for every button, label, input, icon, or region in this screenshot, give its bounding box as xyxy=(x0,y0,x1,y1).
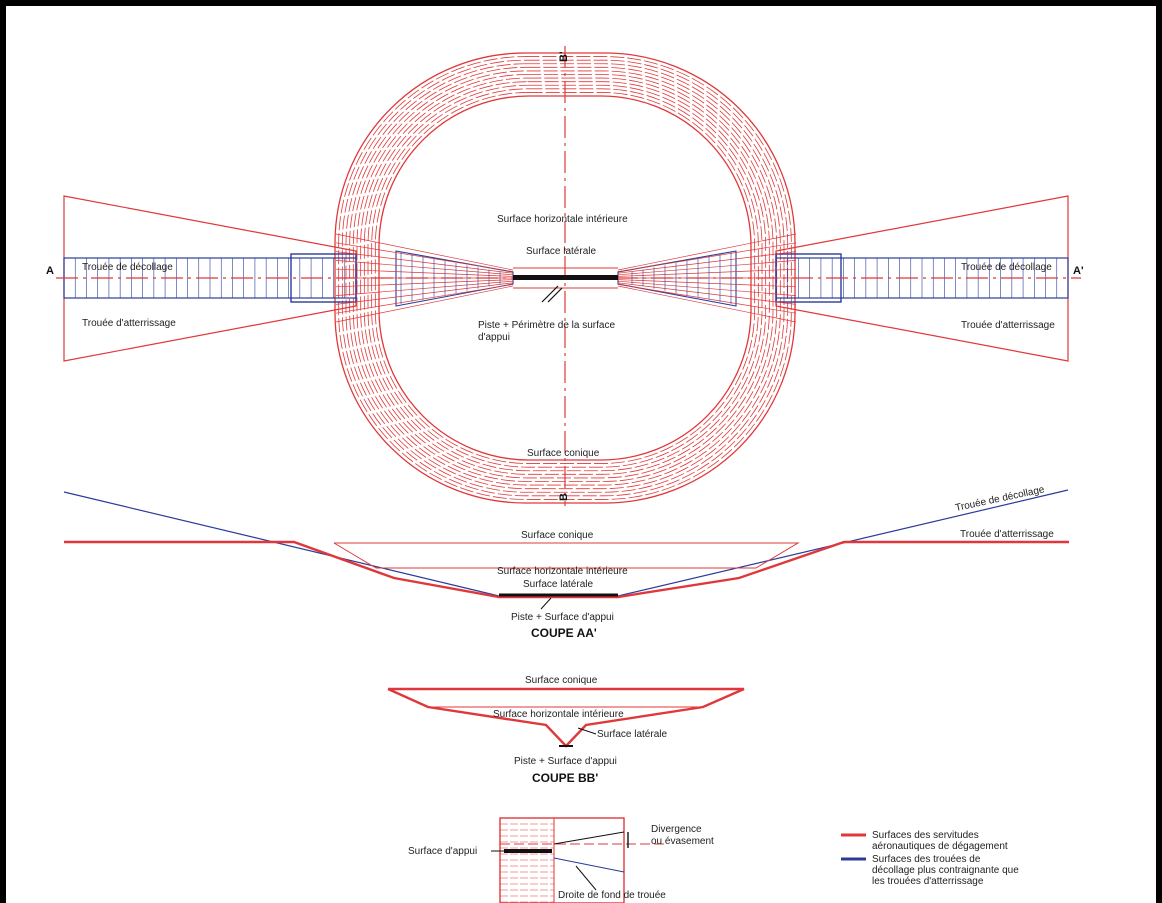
transitional-line xyxy=(617,233,797,271)
label-horizontale: Surface horizontale intérieure xyxy=(497,214,628,225)
conical-ring xyxy=(360,77,770,479)
detail-runway xyxy=(504,849,552,853)
legend-red-line1: Surfaces des servitudes xyxy=(872,830,979,841)
transitional-line xyxy=(335,285,514,323)
transitional-line xyxy=(617,279,797,288)
label-b-bottom: B xyxy=(558,493,570,501)
takeoff-slope-left xyxy=(63,491,500,597)
conical-ring-edge xyxy=(334,52,796,504)
legend-blue-line2: décollage plus contraignante que xyxy=(872,865,1019,876)
section-bb: Surface conique Surface horizontale inté… xyxy=(387,675,745,785)
label-piste-line1: Piste + Périmètre de la surface xyxy=(478,320,615,331)
title-coupe-aa: COUPE AA' xyxy=(531,626,597,640)
conical-ring xyxy=(374,92,756,464)
conical-surface-rings xyxy=(334,52,796,504)
transitional-line xyxy=(335,279,514,288)
section-aa: Trouée de décollage Trouée d'atterrissag… xyxy=(63,484,1069,640)
label-decollage-right: Trouée de décollage xyxy=(961,262,1052,273)
label-laterale-bb: Surface latérale xyxy=(597,729,667,740)
transitional-line xyxy=(617,251,797,274)
runway-pointer-arrow-2 xyxy=(547,287,563,303)
transitional-line xyxy=(617,268,797,277)
conical-ring xyxy=(341,59,789,497)
diagram-frame: A A' B' B Trouée de décollage Trouée de … xyxy=(6,6,1156,903)
aeronautical-clearance-diagram: A A' B' B Trouée de décollage Trouée de … xyxy=(46,46,1084,903)
label-horizontale-bb: Surface horizontale intérieure xyxy=(493,709,624,720)
label-conique-bb: Surface conique xyxy=(525,675,598,686)
label-decollage-left: Trouée de décollage xyxy=(82,262,173,273)
transitional-line xyxy=(335,242,514,272)
conical-ring xyxy=(367,84,763,472)
label-decollage-aa: Trouée de décollage xyxy=(954,484,1046,514)
label-atterrissage-left: Trouée d'atterrissage xyxy=(82,318,176,329)
legend-blue-line3: les trouées d'atterrissage xyxy=(872,876,984,887)
label-laterale-aa: Surface latérale xyxy=(523,579,593,590)
label-piste-line2: d'appui xyxy=(478,332,510,343)
conical-ring xyxy=(338,56,792,500)
label-piste-aa: Piste + Surface d'appui xyxy=(511,612,614,623)
approach-funnel-left xyxy=(63,195,357,362)
transitional-line xyxy=(335,282,514,305)
conical-ring xyxy=(345,63,785,493)
legend-red-line2: aéronautiques de dégagement xyxy=(872,841,1008,852)
conical-ring xyxy=(349,66,781,490)
approach-profile xyxy=(64,540,1069,599)
label-appui: Surface d'appui xyxy=(408,846,477,857)
approach-funnels xyxy=(63,195,1069,362)
conical-ring xyxy=(352,70,778,486)
runway-pointer-arrow xyxy=(541,285,559,303)
label-a-prime: A' xyxy=(1073,265,1084,277)
transitional-line xyxy=(335,268,514,277)
transitional-line xyxy=(617,285,797,323)
legend-blue-line1: Surfaces des trouées de xyxy=(872,854,981,865)
conical-ring xyxy=(363,81,767,475)
label-b-top: B' xyxy=(558,51,570,62)
transitional-line xyxy=(617,242,797,272)
transitional-line xyxy=(335,260,514,276)
legend: Surfaces des servitudes aéronautiques de… xyxy=(841,830,1019,887)
transitional-line xyxy=(335,233,514,271)
pointer-aa xyxy=(540,597,552,610)
pointer-bb xyxy=(577,727,597,735)
label-atterrissage-aa: Trouée d'atterrissage xyxy=(960,529,1054,540)
conical-ring-edge xyxy=(378,95,752,461)
conical-ring xyxy=(356,74,774,482)
label-a: A xyxy=(46,265,54,277)
label-piste-bb: Piste + Surface d'appui xyxy=(514,756,617,767)
detail-divergence-upper xyxy=(553,831,625,845)
conical-ring xyxy=(371,88,759,468)
transitional-line xyxy=(335,251,514,274)
label-laterale: Surface latérale xyxy=(526,246,596,257)
plan-view: A A' B' B Trouée de décollage Trouée de … xyxy=(46,46,1084,506)
transitional-line xyxy=(617,280,797,296)
approach-funnel-right xyxy=(775,195,1069,362)
label-conique-aa: Surface conique xyxy=(521,530,594,541)
detail-divergence-lower xyxy=(553,857,625,873)
detail-hatching xyxy=(500,823,554,903)
label-conique-plan: Surface conique xyxy=(527,448,600,459)
profile-bb xyxy=(387,687,745,748)
title-coupe-bb: COUPE BB' xyxy=(532,771,598,785)
label-droite: Droite de fond de trouée xyxy=(558,890,666,901)
transitional-line xyxy=(335,284,514,314)
label-atterrissage-right: Trouée d'atterrissage xyxy=(961,320,1055,331)
label-divergence-line2: ou évasement xyxy=(651,836,714,847)
transitional-line xyxy=(617,260,797,276)
transitional-line xyxy=(617,284,797,314)
label-horizontale-aa: Surface horizontale intérieure xyxy=(497,566,628,577)
approach-detail: Surface d'appui Divergence ou évasement … xyxy=(408,817,714,903)
droite-pointer xyxy=(575,865,597,891)
runway xyxy=(513,275,618,280)
label-divergence-line1: Divergence xyxy=(651,824,702,835)
detail-frame xyxy=(499,817,625,903)
conical-profile xyxy=(333,542,800,569)
transitional-line xyxy=(335,280,514,296)
transitional-line xyxy=(617,282,797,305)
